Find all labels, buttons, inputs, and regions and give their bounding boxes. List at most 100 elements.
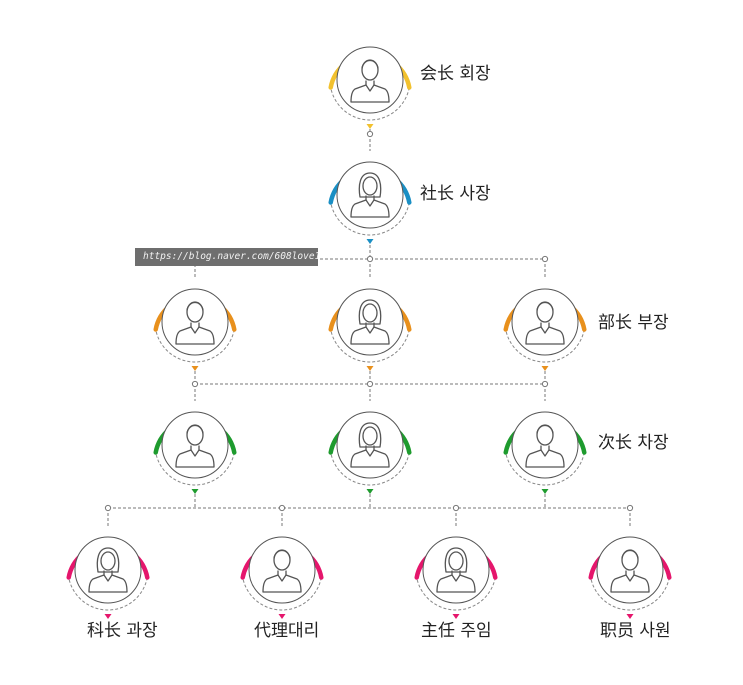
junction-dot <box>104 504 112 512</box>
hair-icon <box>536 424 554 434</box>
junction-dot <box>278 504 286 512</box>
outer-ring <box>416 577 496 611</box>
male-person-icon <box>525 301 565 345</box>
hair-icon <box>96 547 120 573</box>
female-person-icon <box>350 299 390 345</box>
down-triangle-icon <box>366 124 374 129</box>
hair-icon <box>536 301 554 311</box>
face-icon <box>362 176 378 196</box>
torso-icon <box>350 445 390 468</box>
collar-icon <box>190 449 200 457</box>
nodes-layer <box>66 46 672 619</box>
junction-dot <box>626 504 634 512</box>
torso-icon <box>350 80 390 103</box>
torso-icon <box>525 445 565 468</box>
outer-ring <box>155 452 235 486</box>
outer-ring <box>330 87 410 121</box>
node-gm-3 <box>503 288 587 371</box>
node-staff-2 <box>240 536 324 619</box>
junction-dot <box>452 504 460 512</box>
junction-dot <box>541 380 549 388</box>
hair-icon <box>361 59 379 69</box>
outer-ring <box>330 452 410 486</box>
junction-dot <box>366 255 374 263</box>
outer-ring <box>242 577 322 611</box>
face-icon <box>100 551 116 571</box>
node-dgm-1 <box>153 411 237 494</box>
outer-ring <box>330 329 410 363</box>
outer-ring <box>68 577 148 611</box>
collar-icon <box>103 574 113 582</box>
junction-dot <box>366 130 374 138</box>
label-president: 社长 사장 <box>420 184 491 204</box>
male-person-icon <box>175 301 215 345</box>
node-president <box>328 161 412 244</box>
outer-ring <box>505 452 585 486</box>
down-triangle-icon <box>191 366 199 371</box>
torso-icon <box>436 570 476 593</box>
label-deputy-gm: 次长 차장 <box>598 433 669 453</box>
hair-icon <box>273 549 291 559</box>
collar-icon <box>190 326 200 334</box>
label-staff: 职员 사원 <box>600 621 671 641</box>
torso-icon <box>350 195 390 218</box>
male-person-icon <box>262 549 302 593</box>
down-triangle-icon <box>366 366 374 371</box>
label-general-manager: 部长 부장 <box>598 313 669 333</box>
down-triangle-icon <box>366 239 374 244</box>
node-staff-1 <box>66 536 150 619</box>
male-person-icon <box>175 424 215 468</box>
male-person-icon <box>525 424 565 468</box>
down-triangle-icon <box>541 366 549 371</box>
hair-icon <box>358 422 382 448</box>
node-gm-2 <box>328 288 412 371</box>
down-triangle-icon <box>452 614 460 619</box>
torso-icon <box>262 570 302 593</box>
down-triangle-icon <box>366 489 374 494</box>
junction-dot <box>541 255 549 263</box>
label-supervisor: 主任 주임 <box>421 621 492 641</box>
watermark: https://blog.naver.com/608love1018 <box>135 248 318 266</box>
node-chairman <box>328 46 412 129</box>
male-person-icon <box>350 59 390 103</box>
label-chairman: 会长 회장 <box>420 64 491 84</box>
hair-icon <box>186 424 204 434</box>
torso-icon <box>175 322 215 345</box>
torso-icon <box>610 570 650 593</box>
junction-dot <box>191 380 199 388</box>
face-icon <box>448 551 464 571</box>
node-staff-3 <box>414 536 498 619</box>
label-assistant-manager: 代理대리 <box>254 621 320 641</box>
hair-icon <box>358 172 382 198</box>
collar-icon <box>365 449 375 457</box>
female-person-icon <box>350 422 390 468</box>
hair-icon <box>358 299 382 325</box>
outer-ring <box>330 202 410 236</box>
collar-icon <box>451 574 461 582</box>
torso-icon <box>350 322 390 345</box>
collar-icon <box>540 449 550 457</box>
collar-icon <box>365 326 375 334</box>
outer-ring <box>155 329 235 363</box>
female-person-icon <box>350 172 390 218</box>
female-person-icon <box>88 547 128 593</box>
down-triangle-icon <box>191 489 199 494</box>
hair-icon <box>621 549 639 559</box>
collar-icon <box>277 574 287 582</box>
male-person-icon <box>610 549 650 593</box>
female-person-icon <box>436 547 476 593</box>
outer-ring <box>505 329 585 363</box>
torso-icon <box>88 570 128 593</box>
node-gm-1 <box>153 288 237 371</box>
down-triangle-icon <box>626 614 634 619</box>
connector-lines <box>104 124 634 526</box>
collar-icon <box>540 326 550 334</box>
outer-ring <box>590 577 670 611</box>
torso-icon <box>525 322 565 345</box>
hair-icon <box>444 547 468 573</box>
face-icon <box>362 426 378 446</box>
down-triangle-icon <box>541 489 549 494</box>
label-section-chief: 科长 과장 <box>87 621 158 641</box>
node-dgm-3 <box>503 411 587 494</box>
